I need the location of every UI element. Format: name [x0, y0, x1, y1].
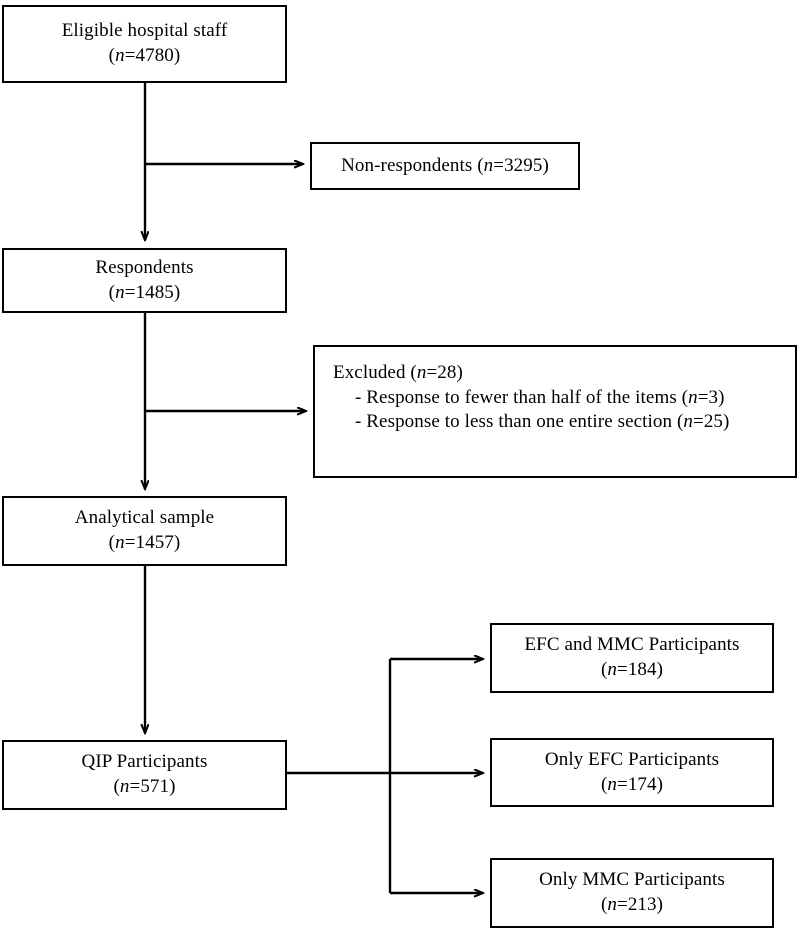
node-eligible-label: Eligible hospital staff	[61, 20, 228, 42]
node-only-mmc-count: (n=213)	[600, 894, 664, 915]
node-analytical-label: Analytical sample	[74, 507, 215, 529]
node-only-efc-participants: Only EFC Participants (n=174)	[490, 738, 774, 807]
node-respondents-count: (n=1485)	[108, 281, 181, 303]
node-analytical-count: (n=1457)	[108, 532, 181, 553]
node-excluded: Excluded (n=28) - Response to fewer than…	[313, 345, 797, 478]
node-excluded-reason-1: - Response to fewer than half of the ite…	[355, 386, 725, 408]
node-non-respondents: Non-respondents (n=3295)	[310, 142, 580, 190]
node-non-respondents-label: Non-respondents (n=3295)	[341, 154, 549, 176]
node-excluded-label: Excluded (n=28)	[333, 362, 463, 383]
node-respondents-label: Respondents	[95, 256, 194, 278]
node-eligible-hospital-staff: Eligible hospital staff (n=4780)	[2, 5, 287, 83]
node-excluded-reason-2: - Response to less than one entire secti…	[355, 411, 730, 433]
node-only-mmc-participants: Only MMC Participants (n=213)	[490, 858, 774, 928]
node-only-efc-label: Only EFC Participants	[544, 748, 720, 770]
node-efc-and-mmc-label: EFC and MMC Participants	[524, 634, 740, 656]
node-eligible-count: (n=4780)	[108, 45, 181, 66]
node-respondents: Respondents (n=1485)	[2, 248, 287, 313]
node-analytical-sample: Analytical sample (n=1457)	[2, 496, 287, 566]
node-efc-and-mmc-participants: EFC and MMC Participants (n=184)	[490, 623, 774, 693]
node-efc-and-mmc-count: (n=184)	[600, 659, 664, 680]
node-only-efc-count: (n=174)	[600, 773, 664, 795]
edge-qip-split-trunk	[287, 659, 392, 893]
node-only-mmc-label: Only MMC Participants	[539, 869, 725, 891]
node-qip-label: QIP Participants	[81, 751, 208, 773]
node-qip-participants: QIP Participants (n=571)	[2, 740, 287, 810]
node-qip-count: (n=571)	[113, 776, 176, 797]
